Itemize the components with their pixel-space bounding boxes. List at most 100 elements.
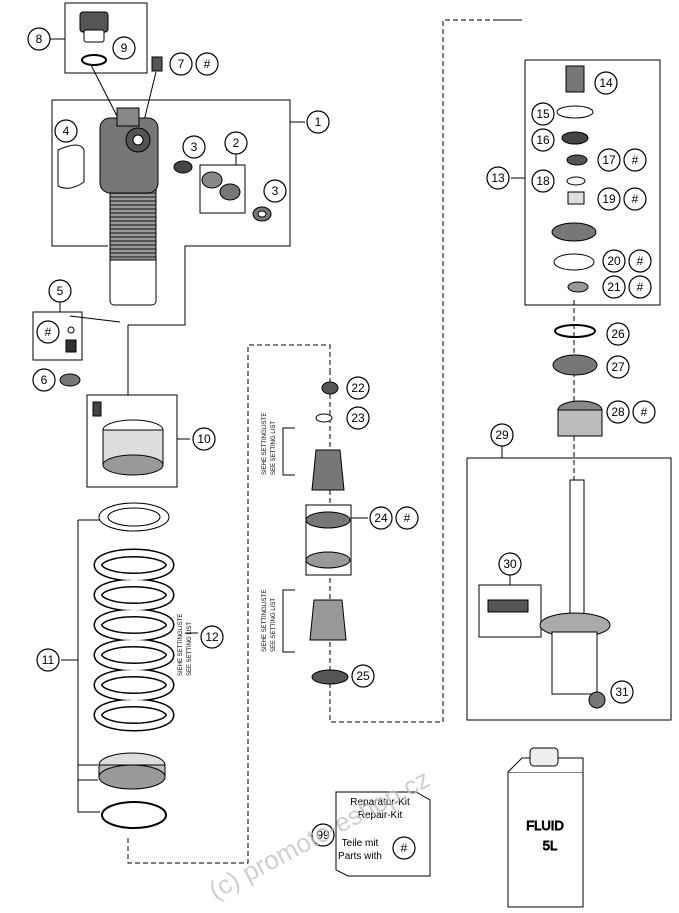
callout-4-circle	[54, 119, 78, 143]
spherical-bearing-part	[199, 164, 246, 214]
bushing-parts	[173, 160, 272, 222]
callout-12: 12	[200, 625, 224, 649]
callout-22-circle	[346, 376, 370, 400]
hash-marker-24-label: #	[404, 511, 411, 525]
callout-16-label: 16	[536, 133, 550, 147]
hash-marker-28-label: #	[641, 405, 648, 419]
bleed-screw-part	[151, 56, 163, 72]
callout-3b-circle	[263, 179, 287, 203]
callout-27: 27	[606, 355, 630, 379]
setting-note-de-1: SIEHE SETTINGLISTE	[262, 413, 268, 475]
callout-3a: 3	[182, 135, 206, 159]
callout-28-circle	[606, 400, 630, 424]
hash-marker-19: #	[623, 187, 647, 211]
piston-rod-part	[539, 479, 611, 709]
callout-27-circle	[606, 355, 630, 379]
repair-kit-line2: Repair-Kit	[358, 810, 403, 821]
callout-16: 16	[531, 128, 555, 152]
callout-15: 15	[531, 102, 555, 126]
callout-14: 14	[594, 71, 618, 95]
hash-marker-20: #	[628, 249, 652, 273]
callout-8: 8	[27, 27, 51, 51]
callout-16-circle	[531, 128, 555, 152]
reservoir-cap-part	[79, 11, 109, 66]
callout-8-label: 8	[36, 32, 43, 46]
callout-30-label: 30	[503, 557, 517, 571]
callout-31: 31	[610, 680, 634, 704]
hash-marker-5-label: #	[45, 325, 52, 339]
callout-30: 30	[498, 552, 522, 576]
repair-kit-line3: Teile mit	[342, 838, 379, 849]
callout-29-circle	[490, 423, 514, 447]
damper-piston-parts	[551, 65, 597, 293]
hash-marker-7-label: #	[204, 57, 211, 71]
callout-31-circle	[610, 680, 634, 704]
callout-6-label: 6	[41, 373, 48, 387]
hash-marker-7-circle	[195, 52, 219, 76]
canister-label-2: 5L	[543, 838, 557, 853]
callout-21-circle	[602, 275, 626, 299]
hash-marker-17-circle	[623, 148, 647, 172]
callout-25: 25	[351, 664, 375, 688]
canister-label-1: FLUID	[526, 818, 564, 833]
spring-seat-top-part	[98, 502, 170, 532]
callout-30-circle	[498, 552, 522, 576]
callout-6: 6	[32, 368, 56, 392]
callout-1: 1	[306, 110, 330, 134]
callout-9: 9	[112, 36, 136, 60]
hash-marker-5: #	[36, 320, 60, 344]
callout-9-circle	[112, 36, 136, 60]
callout-26-label: 26	[611, 327, 625, 341]
callout-99-circle	[311, 823, 335, 847]
setting-note-en-2: SEE SETTING LIST	[271, 598, 277, 652]
callout-9-label: 9	[121, 41, 128, 55]
oil-canister-part: FLUID 5L	[507, 747, 584, 908]
callout-2: 2	[224, 131, 248, 155]
callout-17: 17	[597, 148, 621, 172]
spring-seat-bottom-part	[98, 752, 167, 829]
callout-2-circle	[224, 131, 248, 155]
callout-18-circle	[531, 169, 555, 193]
callout-2-label: 2	[233, 136, 240, 150]
hash-marker-28-circle	[632, 400, 656, 424]
spring-adjuster-part	[92, 401, 164, 476]
callout-17-label: 17	[602, 153, 616, 167]
callout-bubbles: 12334567#891011121314151617#1819#20#21#2…	[27, 27, 656, 860]
hash-marker-20-circle	[628, 249, 652, 273]
callout-13: 13	[486, 166, 510, 190]
compression-valve-part	[487, 599, 529, 613]
callout-7-label: 7	[178, 57, 185, 71]
shock-body-part	[99, 107, 159, 306]
callout-29-label: 29	[495, 428, 509, 442]
callout-19-circle	[597, 187, 621, 211]
callout-15-label: 15	[536, 107, 550, 121]
callout-26: 26	[606, 322, 630, 346]
setting-note-de-3: SIEHE SETTINGLISTE	[178, 614, 184, 676]
callout-3b-label: 3	[272, 184, 279, 198]
seal-head-parts	[552, 324, 603, 437]
callout-11: 11	[36, 648, 60, 672]
callout-22: 22	[346, 376, 370, 400]
hash-marker-21-circle	[628, 275, 652, 299]
callout-1-label: 1	[315, 115, 322, 129]
callout-3b: 3	[263, 179, 287, 203]
callout-4: 4	[54, 119, 78, 143]
callout-24-label: 24	[374, 511, 388, 525]
callout-20-circle	[602, 249, 626, 273]
coil-spring-highlight	[95, 550, 173, 730]
callout-21-label: 21	[607, 280, 621, 294]
callout-3a-label: 3	[191, 140, 198, 154]
callout-31-label: 31	[615, 685, 629, 699]
callout-20-label: 20	[607, 254, 621, 268]
callout-10: 10	[192, 427, 216, 451]
callout-11-circle	[36, 648, 60, 672]
hash-marker-99-label: #	[401, 841, 408, 855]
hash-marker-24-circle	[395, 506, 419, 530]
hash-marker-7: #	[195, 52, 219, 76]
callout-15-circle	[531, 102, 555, 126]
bumper-parts	[305, 381, 352, 685]
callout-4-label: 4	[63, 124, 70, 138]
callout-29: 29	[490, 423, 514, 447]
callout-5-label: 5	[57, 284, 64, 298]
hash-marker-19-label: #	[632, 192, 639, 206]
